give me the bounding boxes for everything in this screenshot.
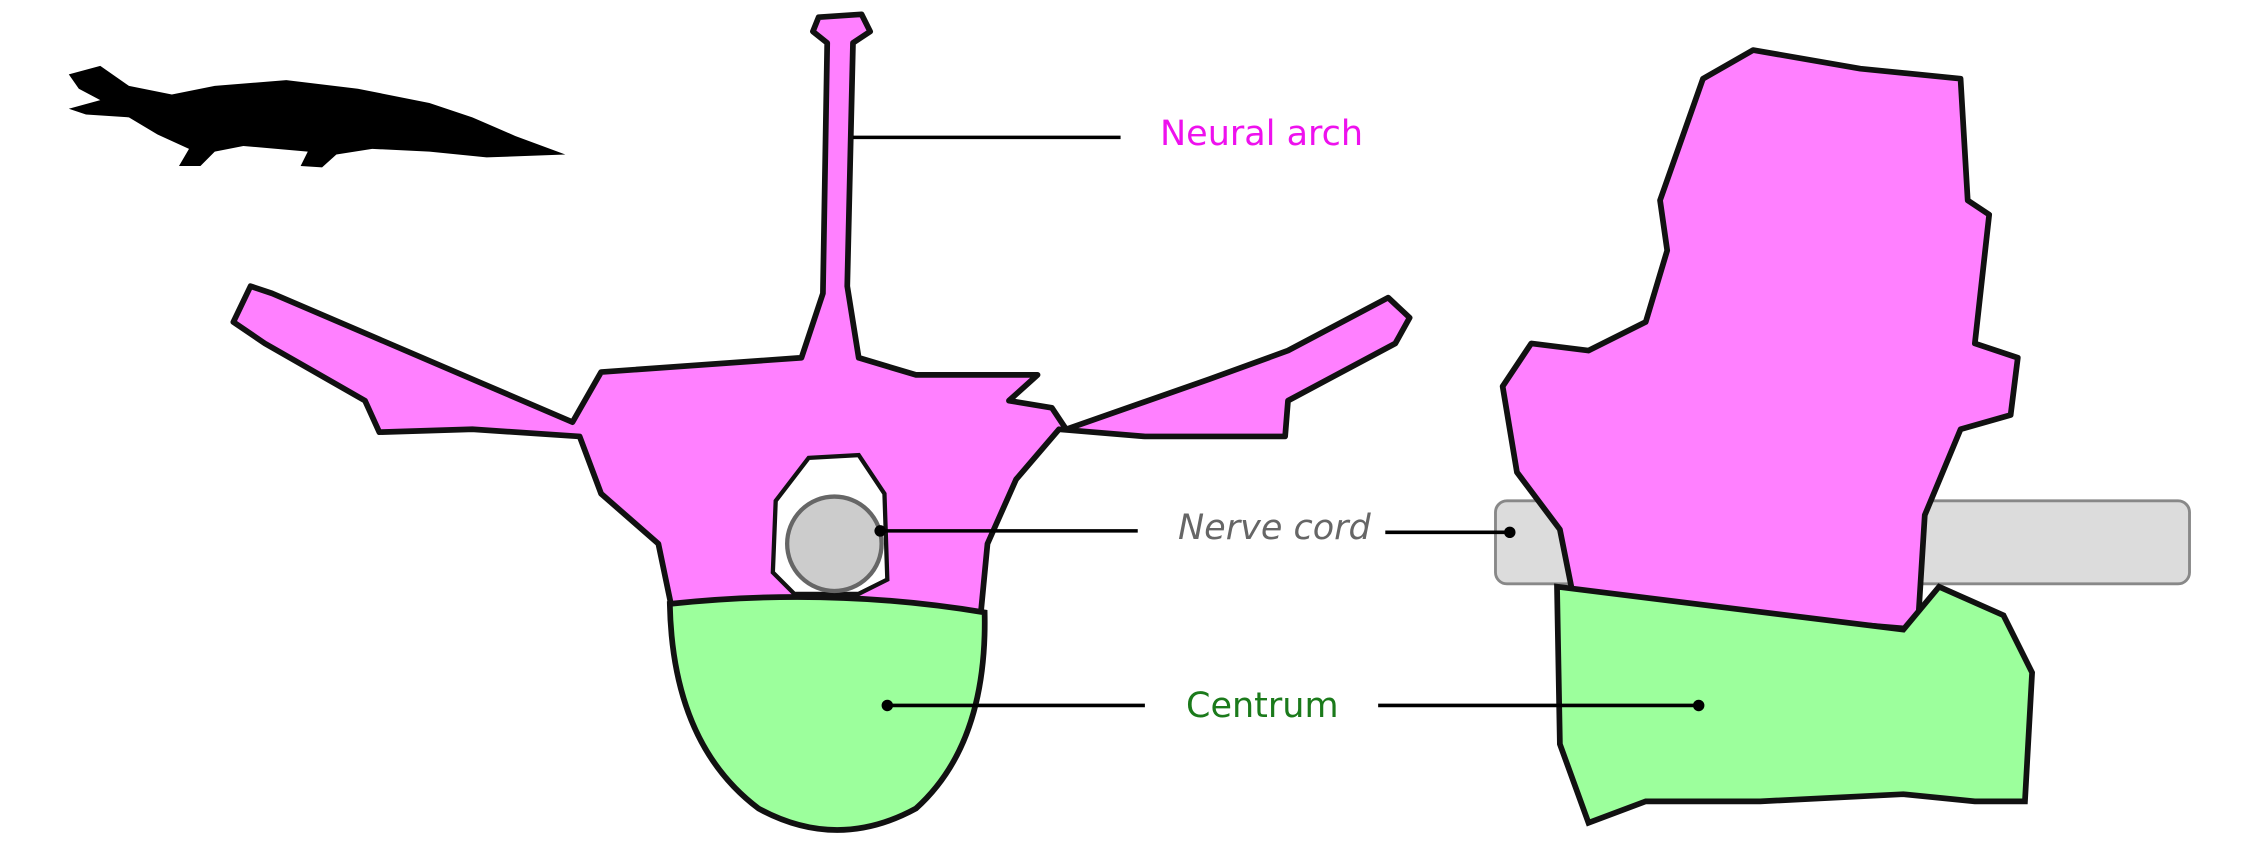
centrum-label: Centrum [1186, 686, 1339, 726]
neural-arch-front [230, 11, 1413, 622]
neural-arch-label: Neural arch [1160, 114, 1364, 154]
leader-lines [852, 135, 1699, 708]
nerve-cord-cross-section [785, 494, 884, 594]
nerve-cord-label: Nerve cord [1178, 508, 1371, 548]
leader-dots [874, 525, 1705, 712]
centrum-front [666, 594, 988, 833]
crocodile-silhouette-icon [68, 65, 566, 168]
centrum-side [1554, 583, 2036, 827]
neural-arch-side [1499, 47, 2021, 633]
